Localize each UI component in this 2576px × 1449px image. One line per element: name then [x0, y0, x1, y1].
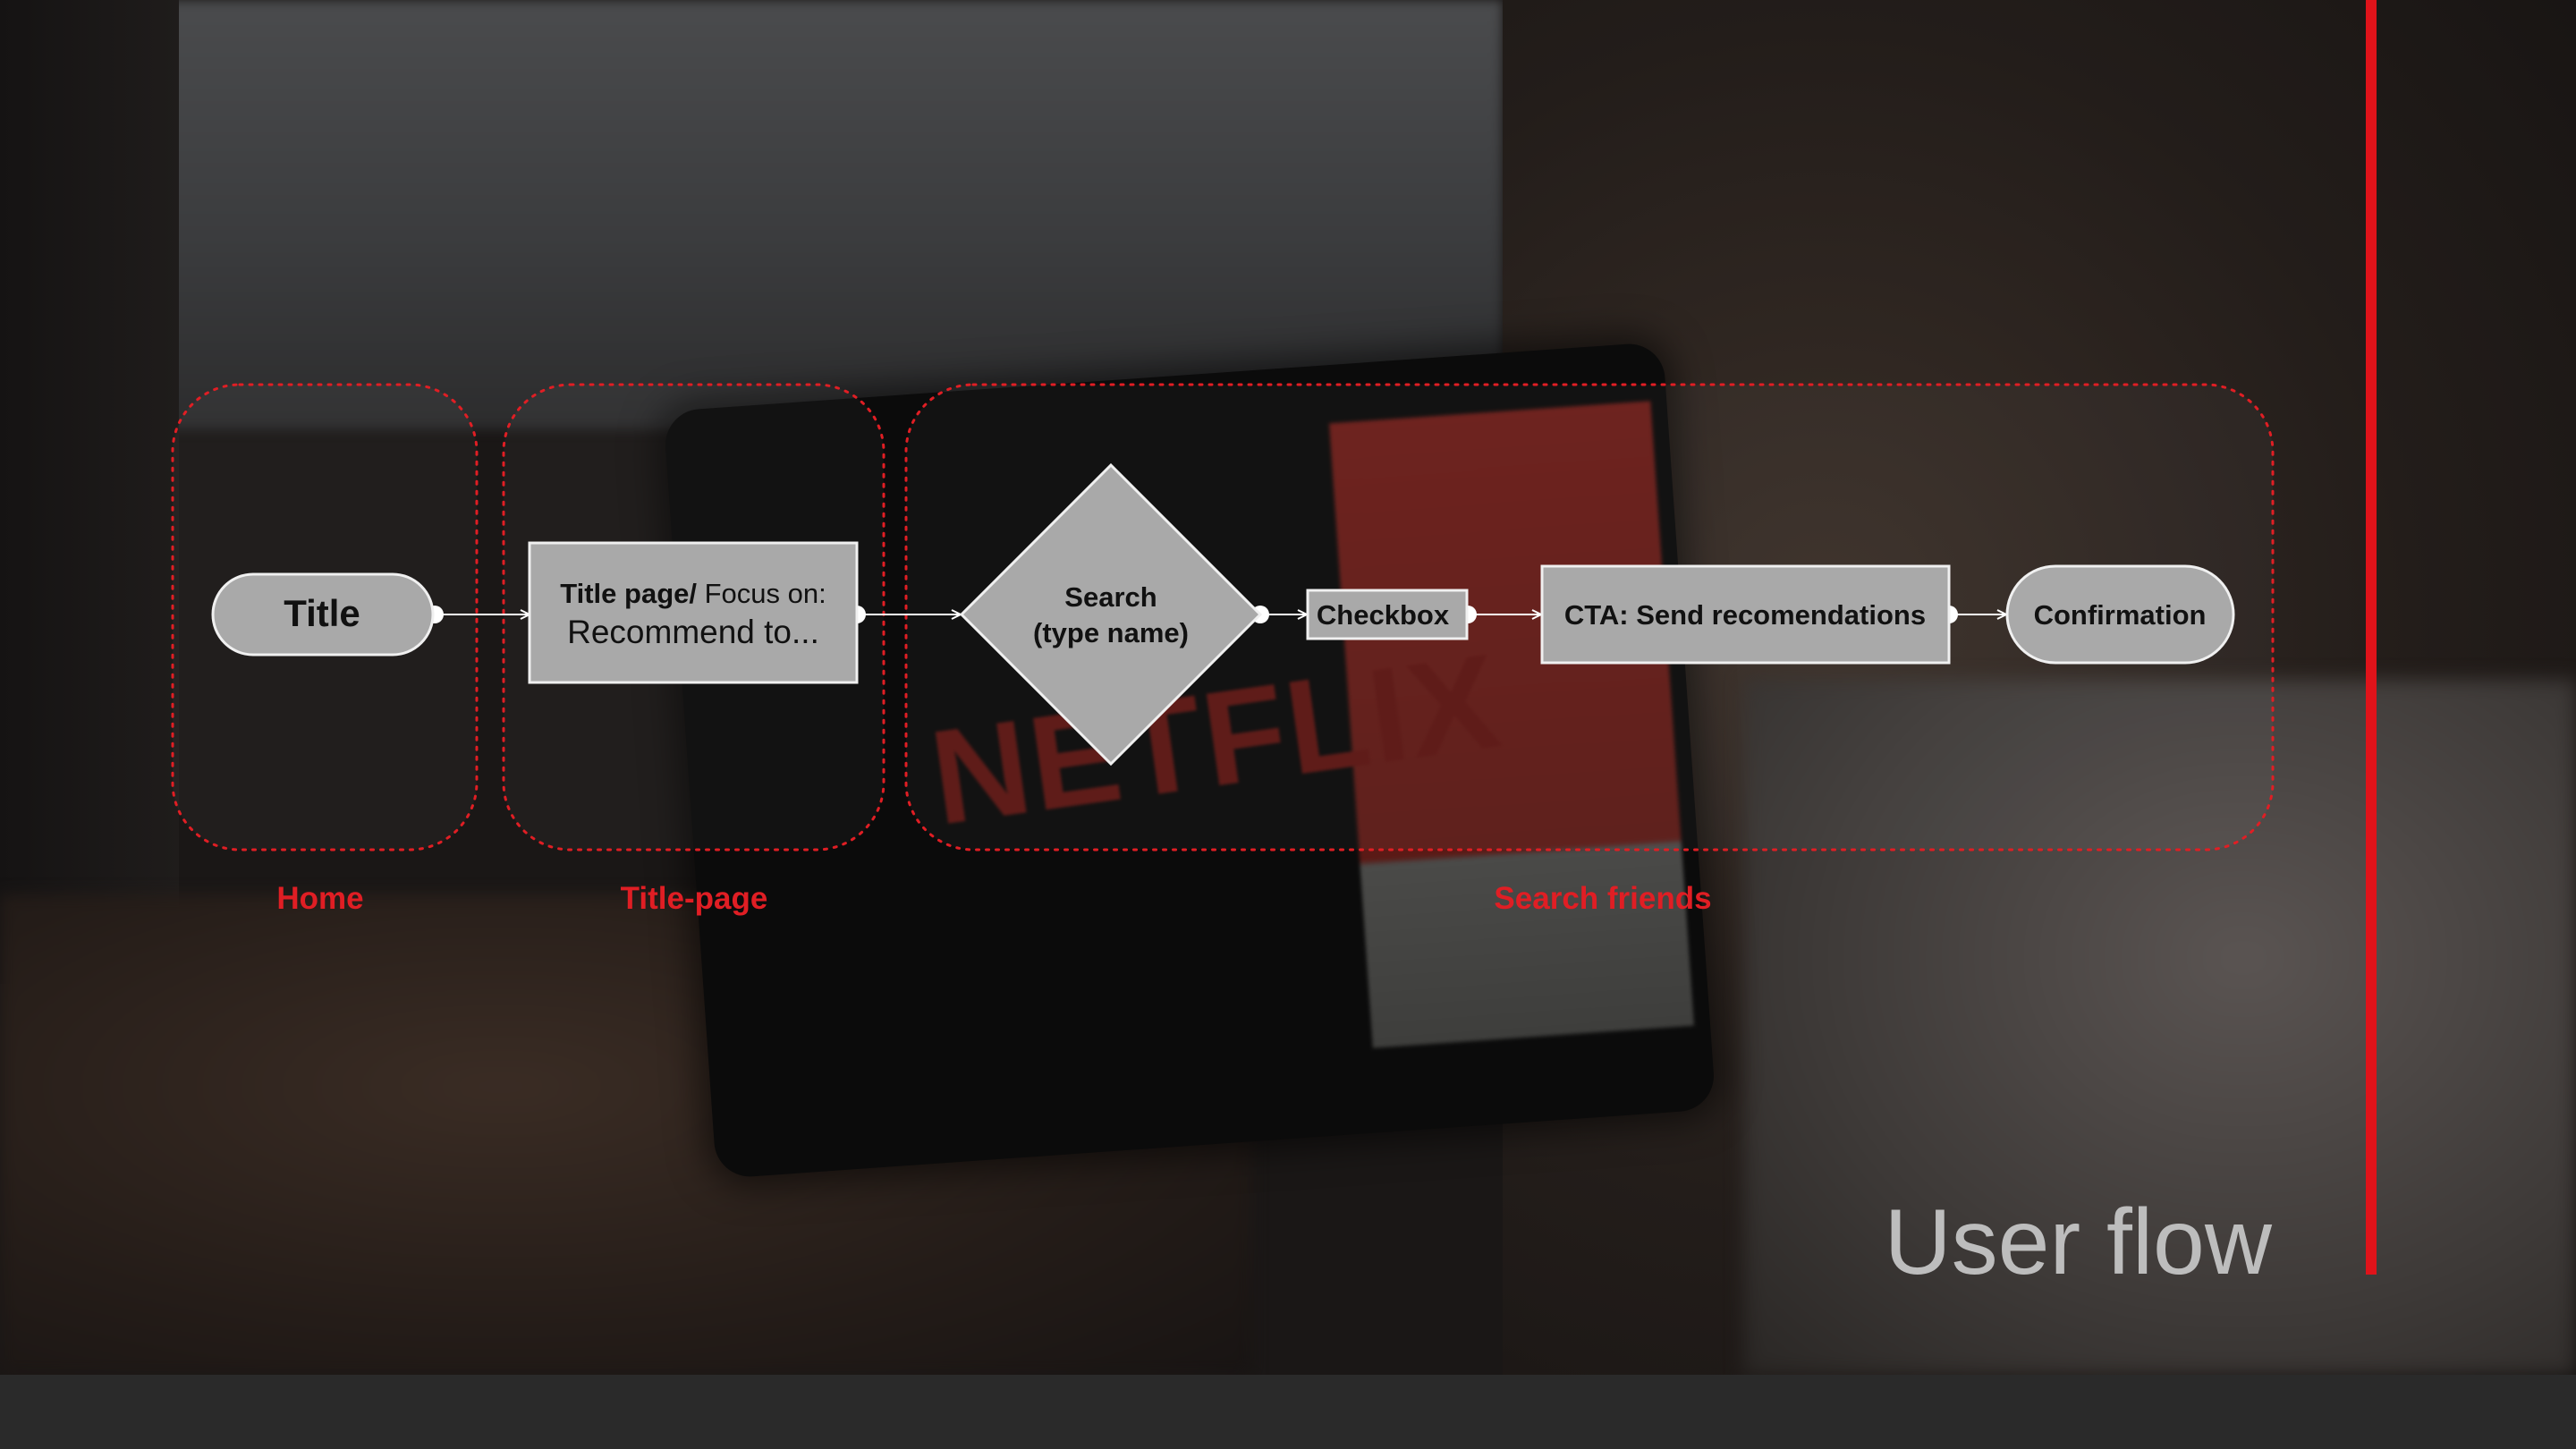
node-title: Title: [211, 572, 435, 657]
node-search-label-line2: (type name): [1033, 617, 1189, 648]
group-label-title-page: Title-page: [621, 881, 768, 916]
background-blanket-image: [1744, 680, 2576, 1375]
background-tv-image: [161, 0, 1503, 429]
slide-canvas: NETFLIX Home Title-page Search friends: [0, 0, 2576, 1375]
group-frame-search-friends: [904, 383, 2275, 852]
node-title-page: Title page/ Focus on: Recommend to...: [528, 541, 859, 684]
bottom-bar: [0, 1375, 2576, 1449]
node-search-label-line1: Search: [1064, 581, 1157, 613]
node-checkbox-label: Checkbox: [1317, 599, 1450, 631]
node-search-decision: Search (type name): [959, 462, 1263, 767]
node-checkbox: Checkbox: [1306, 589, 1469, 640]
node-confirmation: Confirmation: [2005, 564, 2235, 665]
slide-heading: User flow: [1884, 1191, 2272, 1294]
accent-divider-line: [2366, 0, 2377, 1275]
group-frame-home: [171, 383, 479, 852]
node-cta: CTA: Send recomendations: [1540, 564, 1951, 665]
node-confirmation-label: Confirmation: [2034, 599, 2207, 631]
node-title-page-label-line2: Recommend to...: [567, 614, 819, 650]
background-shadow: [0, 0, 179, 984]
node-title-label: Title: [284, 592, 360, 634]
node-title-page-label-line1: Title page/ Focus on:: [560, 578, 826, 609]
group-label-home: Home: [276, 881, 363, 916]
node-cta-label: CTA: Send recomendations: [1564, 599, 1926, 631]
user-flow-diagram: Home Title-page Search friends Title: [171, 383, 2275, 916]
group-label-search-friends: Search friends: [1494, 881, 1711, 916]
